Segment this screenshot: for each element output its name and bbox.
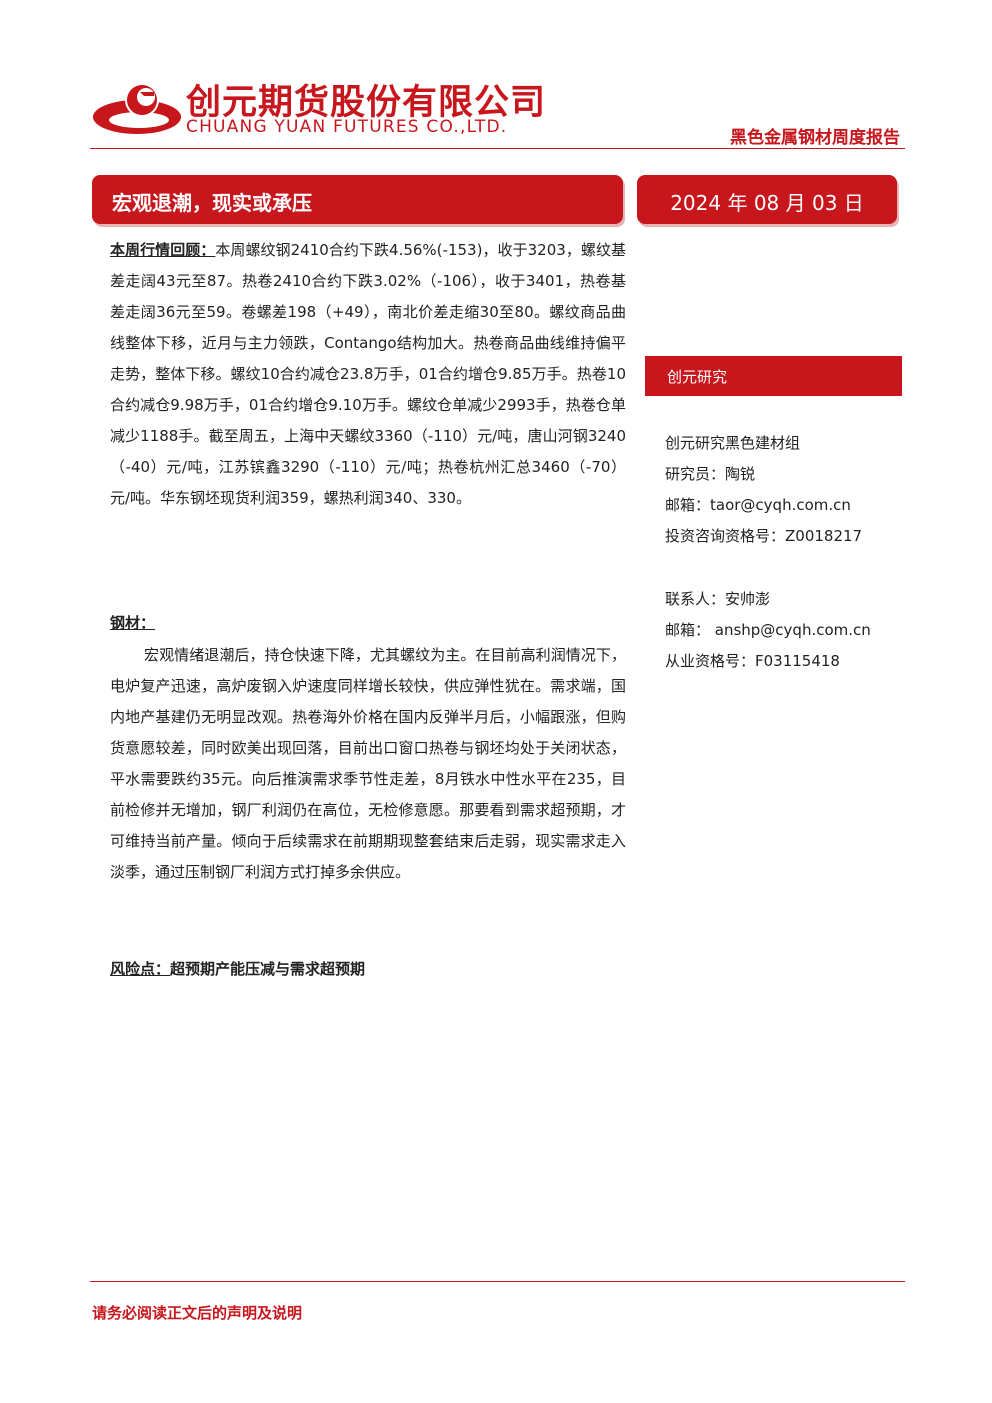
risk-text: 超预期产能压减与需求超预期 — [170, 960, 366, 978]
header-divider — [90, 148, 905, 149]
weekly-review-label: 本周行情回顾： — [110, 241, 216, 259]
weekly-review-text: 本周螺纹钢2410合约下跌4.56%(-153)，收于3203，螺纹基差走阔43… — [110, 241, 626, 507]
contact-email: 邮箱： anshp@cyqh.com.cn — [665, 621, 871, 639]
research-group: 创元研究黑色建材组 — [665, 434, 801, 452]
steel-section-heading: 钢材： — [110, 614, 156, 632]
contact-name: 联系人：安帅澎 — [665, 590, 771, 608]
report-date: 2024 年 08 月 03 日 — [670, 191, 864, 215]
researcher-license: 投资咨询资格号：Z0018217 — [665, 527, 863, 545]
contact-license: 从业资格号：F03115418 — [665, 652, 840, 670]
footer-disclaimer: 请务必阅读正文后的声明及说明 — [92, 1304, 303, 1322]
sidebar-banner: 创元研究 — [645, 356, 902, 396]
weekly-review: 本周行情回顾：本周螺纹钢2410合约下跌4.56%(-153)，收于3203，螺… — [110, 235, 626, 514]
risk-line: 风险点：超预期产能压减与需求超预期 — [110, 958, 365, 979]
report-type: 黑色金属钢材周度报告 — [730, 128, 900, 148]
company-name-cn: 创元期货股份有限公司 — [186, 83, 547, 123]
researcher-name: 研究员：陶锐 — [665, 465, 756, 483]
researcher-email: 邮箱：taor@cyqh.com.cn — [665, 496, 851, 514]
title-banner: 宏观退潮，现实或承压 — [92, 175, 623, 224]
risk-label: 风险点： — [110, 960, 171, 978]
analyst-info: 创元研究黑色建材组 研究员：陶锐 邮箱：taor@cyqh.com.cn 投资咨… — [665, 428, 862, 552]
sidebar-title: 创元研究 — [667, 368, 728, 386]
company-logo — [93, 83, 181, 134]
report-title: 宏观退潮，现实或承压 — [112, 191, 312, 215]
contact-info: 联系人：安帅澎 邮箱： anshp@cyqh.com.cn 从业资格号：F031… — [665, 584, 871, 677]
date-banner: 2024 年 08 月 03 日 — [637, 175, 897, 224]
footer-divider — [90, 1281, 905, 1282]
company-name-en: CHUANG YUAN FUTURES CO.,LTD. — [186, 117, 508, 137]
steel-paragraph: 宏观情绪退潮后，持仓快速下降，尤其螺纹为主。在目前高利润情况下，电炉复产迅速，高… — [110, 646, 626, 881]
